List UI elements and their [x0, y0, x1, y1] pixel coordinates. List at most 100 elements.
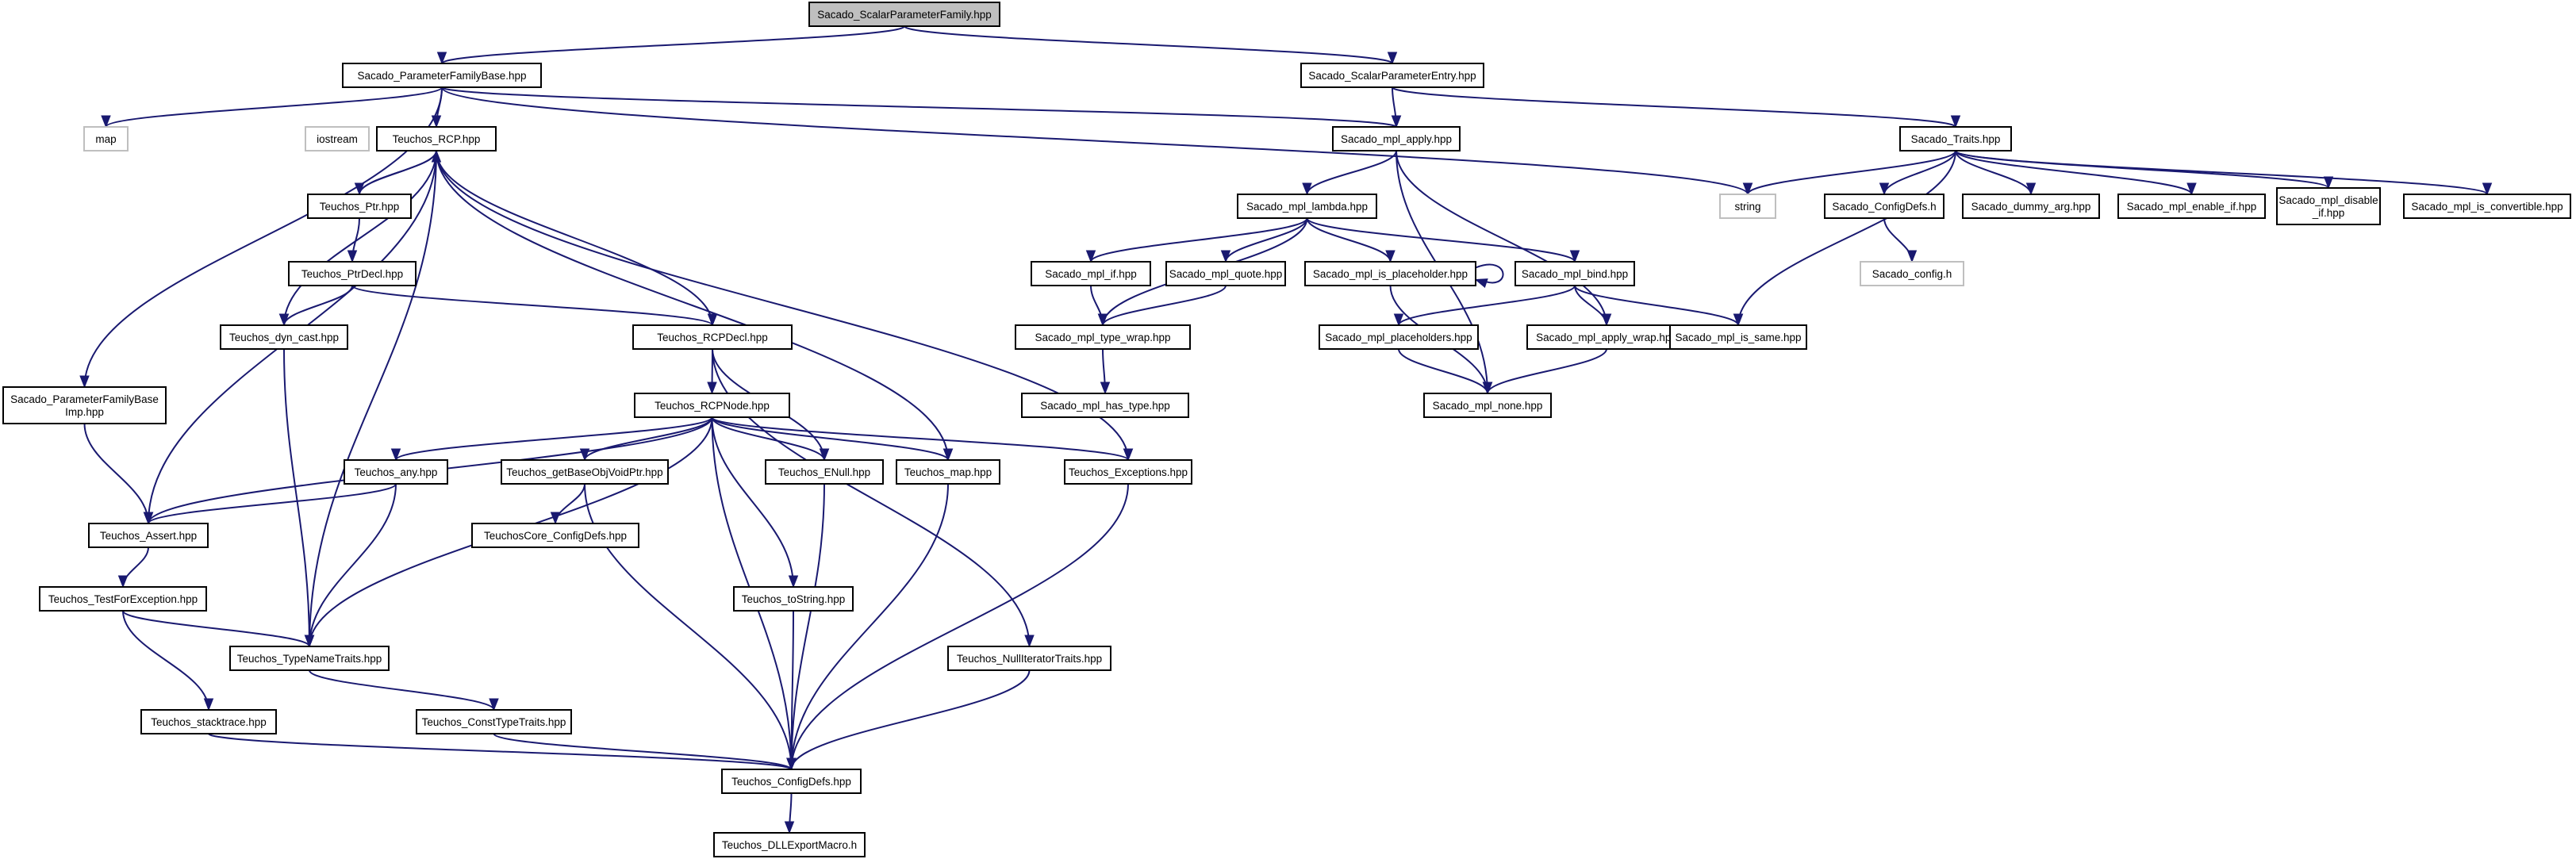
- node-sacado-mpl-quote-hpp[interactable]: Sacado_mpl_quote.hpp: [1165, 261, 1286, 286]
- node-sacado-dummy-arg-hpp[interactable]: Sacado_dummy_arg.hpp: [1962, 194, 2100, 219]
- node-sacado-mpl-is-convertible-hpp[interactable]: Sacado_mpl_is_convertible.hpp: [2403, 194, 2571, 219]
- node-map: map: [83, 126, 129, 151]
- edge-pfbimp-to-assert: [83, 423, 154, 525]
- edge-pfb-to-apply: [441, 86, 1402, 128]
- node-box: [1962, 194, 2100, 219]
- node-sacado-scalarparameterentry-hpp[interactable]: Sacado_ScalarParameterEntry.hpp: [1300, 63, 1484, 88]
- edge-rcpnode-to-exceptions: [711, 416, 1134, 462]
- node-label: Sacado_mpl_bind.hpp: [1522, 268, 1628, 280]
- node-teuchos-consttypetraits-hpp[interactable]: Teuchos_ConstTypeTraits.hpp: [416, 709, 572, 734]
- node-teuchos-dyn-cast-hpp[interactable]: Teuchos_dyn_cast.hpp: [220, 324, 348, 350]
- node-box: [501, 459, 669, 485]
- node-teuchos-rcp-hpp[interactable]: Teuchos_RCP.hpp: [376, 126, 497, 151]
- edge-rcpnode-to-tmap: [711, 416, 954, 462]
- node-label: Sacado_dummy_arg.hpp: [1971, 201, 2091, 213]
- edge-pfb-to-map: [101, 86, 443, 128]
- node-teuchos-configdefs-hpp[interactable]: Teuchos_ConfigDefs.hpp: [721, 769, 862, 794]
- node-box: [765, 459, 884, 485]
- node-sacado-traits-hpp[interactable]: Sacado_Traits.hpp: [1899, 126, 2012, 151]
- node-label: _if.hpp: [2312, 207, 2345, 219]
- node-sacado-mpl-placeholders-hpp[interactable]: Sacado_mpl_placeholders.hpp: [1319, 324, 1479, 350]
- node-sacado-mpl-lambda-hpp[interactable]: Sacado_mpl_lambda.hpp: [1237, 194, 1377, 219]
- node-label: Teuchos_TestForException.hpp: [48, 593, 198, 605]
- node-sacado-scalarparameterfamily-hpp[interactable]: Sacado_ScalarParameterFamily.hpp: [808, 2, 1000, 27]
- node-teuchos-ptrdecl-hpp[interactable]: Teuchos_PtrDecl.hpp: [288, 261, 417, 286]
- node-teuchos-getbaseobjvoidptr-hpp[interactable]: Teuchos_getBaseObjVoidPtr.hpp: [501, 459, 669, 485]
- node-sacado-mpl-enable-if-hpp[interactable]: Sacado_mpl_enable_if.hpp: [2117, 194, 2266, 219]
- node-sacado-parameterfamilybase-hpp[interactable]: Sacado_ParameterFamilyBase.hpp: [342, 63, 542, 88]
- edge-rcpnode-to-enull: [711, 416, 830, 462]
- edge-consttype-to-tconfig: [493, 733, 797, 771]
- edge-isph-to-isph: [1474, 263, 1504, 288]
- node-sacado-mpl-has-type-hpp[interactable]: Sacado_mpl_has_type.hpp: [1021, 393, 1189, 418]
- node-teuchos-map-hpp[interactable]: Teuchos_map.hpp: [896, 459, 1000, 485]
- node-teuchos-assert-hpp[interactable]: Teuchos_Assert.hpp: [88, 523, 209, 548]
- node-teuchos-typenametraits-hpp[interactable]: Teuchos_TypeNameTraits.hpp: [229, 646, 390, 671]
- edge-rcpnode-to-any: [390, 416, 713, 462]
- node-teuchos-testforexception-hpp[interactable]: Teuchos_TestForException.hpp: [39, 586, 207, 612]
- node-sacado-mpl-if-hpp[interactable]: Sacado_mpl_if.hpp: [1031, 261, 1151, 286]
- node-label: Sacado_mpl_placeholders.hpp: [1325, 332, 1472, 343]
- node-sacado-mpl-apply-hpp[interactable]: Sacado_mpl_apply.hpp: [1332, 126, 1461, 151]
- node-label: Teuchos_dyn_cast.hpp: [229, 332, 339, 343]
- node-sacado-mpl-bind-hpp[interactable]: Sacado_mpl_bind.hpp: [1515, 261, 1635, 286]
- node-sacado-mpl-type-wrap-hpp[interactable]: Sacado_mpl_type_wrap.hpp: [1015, 324, 1191, 350]
- node-teuchos-tostring-hpp[interactable]: Teuchos_toString.hpp: [733, 586, 854, 612]
- node-teuchos-dllexportmacro-h[interactable]: Teuchos_DLLExportMacro.h: [713, 832, 866, 857]
- node-label: iostream: [317, 133, 358, 145]
- node-label: Teuchos_Exceptions.hpp: [1069, 466, 1188, 478]
- node-label: string: [1734, 201, 1760, 213]
- node-box: [2, 386, 167, 424]
- edge-testfor-to-typename: [122, 610, 315, 648]
- node-sacado-mpl-is-placeholder-hpp[interactable]: Sacado_mpl_is_placeholder.hpp: [1304, 261, 1476, 286]
- node-label: Teuchos_RCPNode.hpp: [655, 400, 770, 412]
- node-box: [2403, 194, 2571, 219]
- node-teuchos-stacktrace-hpp[interactable]: Teuchos_stacktrace.hpp: [140, 709, 277, 734]
- node-label: Sacado_ParameterFamilyBase: [10, 393, 159, 405]
- edge-stacktrace-to-tconfig: [208, 733, 797, 771]
- node-label: Sacado_mpl_apply_wrap.hpp: [1536, 332, 1677, 343]
- node-teuchos-ptr-hpp[interactable]: Teuchos_Ptr.hpp: [307, 194, 412, 219]
- node-box: [1319, 324, 1479, 350]
- edge-lambda-to-isph: [1306, 217, 1395, 263]
- edge-tmap-to-tconfig: [786, 483, 949, 771]
- node-label: Sacado_Traits.hpp: [1911, 133, 2001, 145]
- node-label: Sacado_mpl_lambda.hpp: [1246, 201, 1368, 213]
- node-teuchoscore-configdefs-hpp[interactable]: TeuchosCore_ConfigDefs.hpp: [471, 523, 639, 548]
- node-teuchos-any-hpp[interactable]: Teuchos_any.hpp: [344, 459, 448, 485]
- node-box: [1515, 261, 1635, 286]
- edge-traits-to-enableif: [1955, 150, 2197, 196]
- edge-exceptions-to-tconfig: [786, 483, 1129, 771]
- node-box: [305, 126, 370, 151]
- node-sacado-mpl-disable-if-hpp[interactable]: Sacado_mpl_disable_if.hpp: [2276, 187, 2381, 225]
- edge-traits-to-configdefs_s: [1879, 150, 1956, 196]
- edge-pfb-to-string: [441, 86, 1753, 196]
- node-sacado-mpl-apply-wrap-hpp[interactable]: Sacado_mpl_apply_wrap.hpp: [1526, 324, 1687, 350]
- node-label: Sacado_ScalarParameterFamily.hpp: [817, 9, 992, 21]
- node-teuchos-rcpnode-hpp[interactable]: Teuchos_RCPNode.hpp: [634, 393, 790, 418]
- node-teuchos-enull-hpp[interactable]: Teuchos_ENull.hpp: [765, 459, 884, 485]
- edge-tconfig-to-dll: [784, 792, 795, 834]
- node-sacado-mpl-is-same-hpp[interactable]: Sacado_mpl_is_same.hpp: [1669, 324, 1807, 350]
- node-sacado-mpl-none-hpp[interactable]: Sacado_mpl_none.hpp: [1423, 393, 1552, 418]
- node-box: [1719, 194, 1776, 219]
- edge-spe-to-apply: [1391, 86, 1402, 128]
- node-box: [1669, 324, 1807, 350]
- node-sacado-configdefs-h[interactable]: Sacado_ConfigDefs.h: [1824, 194, 1944, 219]
- node-label: Sacado_mpl_quote.hpp: [1169, 268, 1283, 280]
- edge-typewrap-to-hastype: [1100, 348, 1111, 395]
- node-teuchos-rcpdecl-hpp[interactable]: Teuchos_RCPDecl.hpp: [632, 324, 793, 350]
- node-teuchos-exceptions-hpp[interactable]: Teuchos_Exceptions.hpp: [1064, 459, 1192, 485]
- node-box: [733, 586, 854, 612]
- node-label: Sacado_mpl_none.hpp: [1433, 400, 1543, 412]
- node-teuchos-nulliteratortraits-hpp[interactable]: Teuchos_NullIteratorTraits.hpp: [947, 646, 1111, 671]
- node-box: [1423, 393, 1552, 418]
- node-box: [471, 523, 639, 548]
- node-label: Sacado_ScalarParameterEntry.hpp: [1308, 70, 1476, 82]
- node-string: string: [1719, 194, 1776, 219]
- node-label: Sacado_mpl_is_placeholder.hpp: [1313, 268, 1468, 280]
- node-box: [342, 63, 542, 88]
- node-label: Teuchos_Ptr.hpp: [320, 201, 400, 213]
- node-box: [1860, 261, 1964, 286]
